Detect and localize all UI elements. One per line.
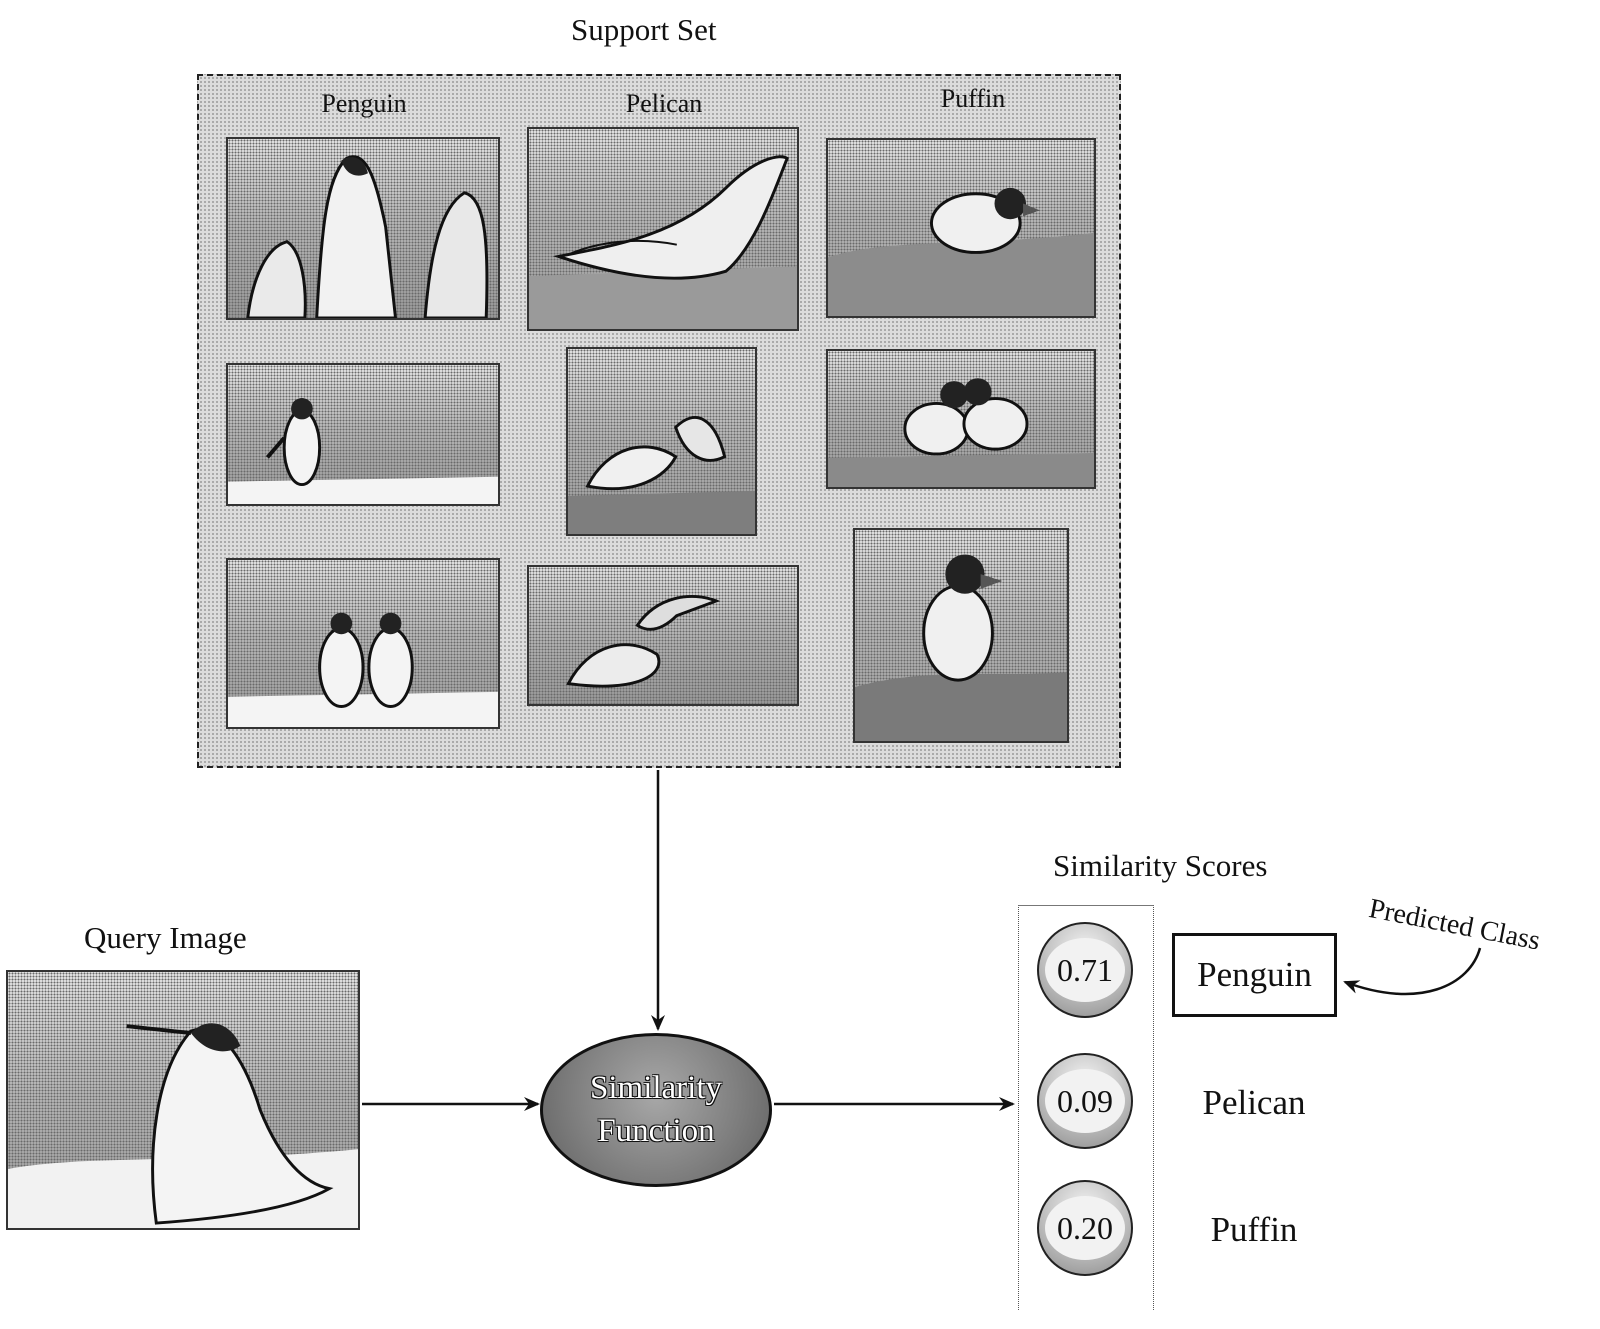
- class-label-penguin: Penguin: [1197, 955, 1312, 994]
- score-value-penguin: 0.71: [1045, 938, 1125, 1002]
- similarity-function-line2: Function: [597, 1113, 715, 1149]
- support-image-penguin-2: [226, 363, 500, 506]
- predicted-class-box: Penguin: [1172, 933, 1337, 1017]
- arrow-predicted-class: [1343, 947, 1482, 996]
- support-image-penguin-3: [226, 558, 500, 729]
- class-label-puffin: Puffin: [1210, 1210, 1298, 1249]
- query-image-title: Query Image: [84, 920, 247, 955]
- support-image-pelican-3: [527, 565, 799, 706]
- column-label-puffin: Puffin: [940, 84, 1006, 113]
- column-label-pelican: Pelican: [625, 89, 703, 118]
- support-image-penguin-1: [226, 137, 500, 320]
- score-penguin: 0.71: [1037, 922, 1133, 1018]
- support-image-pelican-2: [566, 347, 757, 536]
- support-image-puffin-3: [853, 528, 1069, 743]
- support-set-title: Support Set: [571, 12, 717, 47]
- score-pelican: 0.09: [1037, 1053, 1133, 1149]
- support-image-puffin-1: [826, 138, 1096, 318]
- similarity-scores-title: Similarity Scores: [1053, 848, 1268, 883]
- predicted-class-label: Predicted Class: [1366, 893, 1543, 957]
- similarity-function-line1: Similarity: [590, 1070, 722, 1107]
- class-label-pelican: Pelican: [1202, 1083, 1306, 1122]
- score-puffin: 0.20: [1037, 1180, 1133, 1276]
- support-image-puffin-2: [826, 349, 1096, 489]
- column-label-penguin: Penguin: [321, 89, 407, 118]
- score-column: [1018, 905, 1154, 1310]
- query-image: [6, 970, 360, 1230]
- support-image-pelican-1: [527, 127, 799, 331]
- score-value-pelican: 0.09: [1045, 1069, 1125, 1133]
- score-value-puffin: 0.20: [1045, 1196, 1125, 1260]
